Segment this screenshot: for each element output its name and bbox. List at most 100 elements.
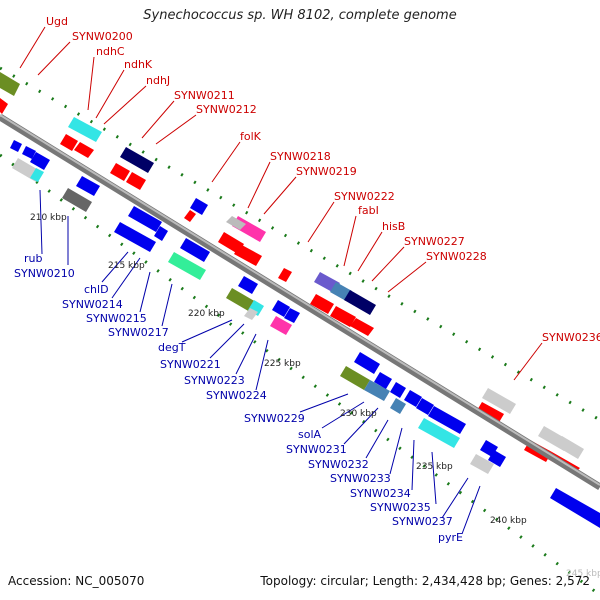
label-rub[interactable]: rub [24,252,42,265]
gene-synw0215b[interactable] [154,226,168,241]
gene-synw0217[interactable] [168,252,206,280]
gene-synw0234[interactable] [416,398,434,415]
gene-synw0228b[interactable] [330,306,356,327]
gene-synw0215[interactable] [114,222,156,252]
label-degt[interactable]: degT [158,341,186,354]
gene-synw0217-a[interactable] [180,238,210,262]
gene-synw0229[interactable] [340,366,370,390]
label-synw0210[interactable]: SYNW0210 [14,267,75,280]
kbp-label: 220 kbp [188,309,225,319]
label-hisb[interactable]: hisB [382,220,405,233]
gene-synw0200[interactable] [0,98,8,114]
gene-synw0237[interactable] [470,454,494,474]
kbp-label: 230 kbp [340,409,377,419]
label-synw0218[interactable]: SYNW0218 [270,150,331,163]
gene-chld-a[interactable] [76,176,100,196]
kbp-label: 210 kbp [30,213,67,223]
accession-text: Accession: NC_005070 [8,574,145,588]
label-synw0236[interactable]: SYNW0236 [542,331,600,344]
gene-synw0212b[interactable] [126,172,146,190]
gene-synw0223b[interactable] [284,308,300,323]
label-ndhk[interactable]: ndhK [124,58,153,71]
inner-tick-track [0,153,600,597]
gene-rub-c[interactable] [30,152,50,170]
label-synw0214[interactable]: SYNW0214 [62,298,123,311]
label-synw0231[interactable]: SYNW0231 [286,443,347,456]
label-synw0217[interactable]: SYNW0217 [108,326,169,339]
genome-backbone [0,114,600,490]
label-synw0232[interactable]: SYNW0232 [308,458,369,471]
label-synw0234[interactable]: SYNW0234 [350,487,411,500]
gene-rub[interactable] [10,140,22,152]
label-synw0237[interactable]: SYNW0237 [392,515,453,528]
label-synw0212[interactable]: SYNW0212 [196,103,257,116]
gene-synw0219b[interactable] [234,244,262,266]
gene-synw0227[interactable] [344,290,376,315]
gene-rub-b[interactable] [22,146,36,159]
gene-synw0229-a[interactable] [354,352,380,374]
gene-synw0236b[interactable] [476,402,504,424]
gene-synw0231-a[interactable] [374,372,392,389]
gene-folk-b[interactable] [184,210,196,222]
label-ndhj[interactable]: ndhJ [146,74,170,87]
gene-synw0218b[interactable] [226,216,246,230]
lower-label-group: rub SYNW0210 chlD SYNW0214 SYNW0215 SYNW… [14,252,463,544]
gene-chld[interactable] [62,188,92,212]
gene-synw0221[interactable] [226,288,256,312]
gene-synw0228c[interactable] [350,318,374,336]
gene-synw0235-a[interactable] [428,406,466,434]
gene-synw0224[interactable] [270,316,292,335]
gene-sola[interactable] [364,380,390,401]
label-synw0228[interactable]: SYNW0228 [426,250,487,263]
label-synw0224[interactable]: SYNW0224 [206,389,267,402]
gene-synw0232[interactable] [390,398,406,414]
lower-feature-track [10,140,600,528]
gene-synw0231[interactable] [390,382,406,398]
gene-synw0211[interactable] [120,147,154,173]
gene-degt[interactable] [238,276,258,294]
gene-synw0228[interactable] [310,294,334,314]
upper-callouts [19,26,543,381]
gene-synw0236[interactable] [482,388,516,414]
kbp-label: 215 kbp [108,261,145,271]
gene-synw0233[interactable] [404,390,422,407]
label-synw0219[interactable]: SYNW0219 [296,165,357,178]
gene-ndhc[interactable] [68,117,102,142]
label-synw0222[interactable]: SYNW0222 [334,190,395,203]
gene-ndhj[interactable] [74,142,94,158]
kbp-label: 240 kbp [490,516,527,526]
label-synw0223[interactable]: SYNW0223 [184,374,245,387]
kbp-label: 245 kbp [566,569,600,579]
label-synw0235[interactable]: SYNW0235 [370,501,431,514]
label-synw0215[interactable]: SYNW0215 [86,312,147,325]
label-ndhc[interactable]: ndhC [96,45,125,58]
gene-synw0221c[interactable] [244,308,258,320]
label-synw0200[interactable]: SYNW0200 [72,30,133,43]
label-synw0211[interactable]: SYNW0211 [174,89,235,102]
label-folk[interactable]: folK [240,130,262,143]
label-synw0227[interactable]: SYNW0227 [404,235,465,248]
label-synw0229[interactable]: SYNW0229 [244,412,305,425]
gene-ugd[interactable] [0,72,20,96]
label-ugd[interactable]: Ugd [46,15,68,28]
gene-synw0235[interactable] [418,418,460,448]
gene-pyre-b[interactable] [550,488,600,528]
gene-synw0223[interactable] [272,300,290,317]
label-synw0233[interactable]: SYNW0233 [330,472,391,485]
gene-folk[interactable] [190,198,208,215]
label-chld[interactable]: chlD [84,283,109,296]
map-title: Synechococcus sp. WH 8102, complete geno… [143,8,457,23]
gene-ndhk[interactable] [60,134,78,151]
label-sola[interactable]: solA [298,428,322,441]
gene-pyre[interactable] [488,450,506,467]
upper-label-group: Ugd SYNW0200 ndhC ndhK ndhJ SYNW0211 SYN… [46,15,600,344]
label-fabi[interactable]: fabI [358,204,379,217]
gene-synw0212[interactable] [110,163,130,181]
gene-synw0214[interactable] [128,206,162,232]
gene-extra-2[interactable] [556,436,584,459]
gene-synw0222[interactable] [278,268,292,282]
gene-synw0210b[interactable] [30,168,44,182]
label-synw0221[interactable]: SYNW0221 [160,358,221,371]
label-pyre[interactable]: pyrE [438,531,463,544]
